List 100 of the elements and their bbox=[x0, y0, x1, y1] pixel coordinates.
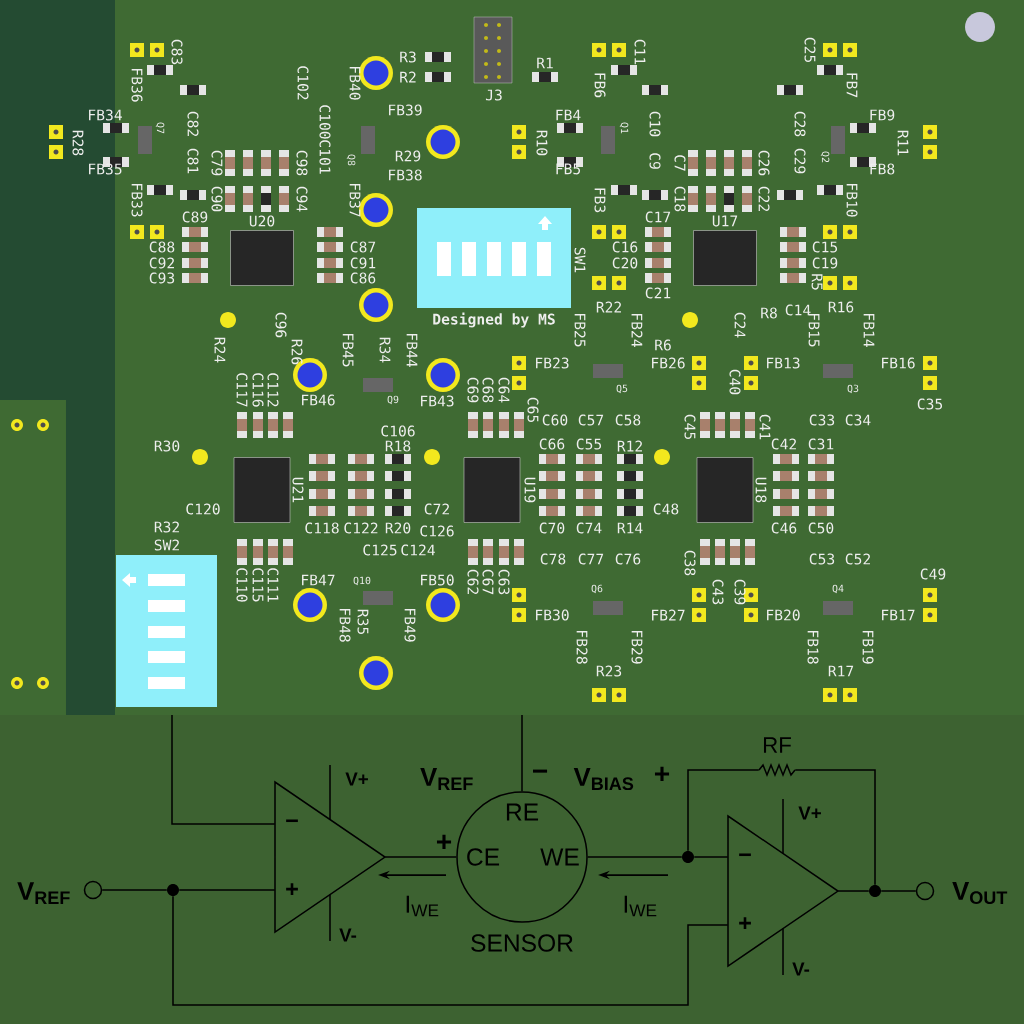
reference-designator: C55 bbox=[576, 438, 602, 450]
reference-designator: C118 bbox=[305, 522, 339, 534]
reference-designator: R28 bbox=[72, 130, 84, 156]
reference-designator: C68 bbox=[482, 377, 494, 403]
reference-designator: C115 bbox=[252, 568, 264, 602]
reference-designator: R5 bbox=[811, 274, 823, 290]
reference-designator: C78 bbox=[540, 553, 566, 565]
reference-designator: R14 bbox=[617, 522, 643, 534]
reference-designator: C94 bbox=[296, 186, 308, 212]
reference-designator: C39 bbox=[734, 579, 746, 605]
reference-designator: C19 bbox=[812, 257, 838, 269]
reference-designator: C79 bbox=[211, 150, 223, 176]
reference-designator: FB10 bbox=[846, 184, 858, 217]
reference-designator: C48 bbox=[653, 503, 679, 515]
reference-designator: C40 bbox=[729, 369, 741, 395]
reference-designator: U17 bbox=[712, 215, 738, 227]
reference-designator: C9 bbox=[649, 153, 661, 169]
reference-designator: C82 bbox=[187, 111, 199, 136]
reference-designator: R29 bbox=[395, 150, 421, 162]
reference-designator: R2 bbox=[400, 71, 416, 83]
reference-designator: R34 bbox=[379, 337, 391, 363]
reference-designator: FB7 bbox=[846, 73, 858, 98]
wire bbox=[587, 856, 683, 858]
reference-designator: R6 bbox=[655, 339, 671, 351]
reference-designator: C53 bbox=[809, 553, 835, 565]
reference-designator: C124 bbox=[401, 544, 435, 556]
reference-designator: FB27 bbox=[652, 609, 685, 621]
reference-designator: C125 bbox=[363, 544, 397, 556]
reference-designator: R20 bbox=[385, 522, 411, 534]
reference-designator: FB3 bbox=[594, 188, 606, 213]
reference-designator: FB16 bbox=[882, 357, 915, 369]
reference-designator: C21 bbox=[645, 287, 671, 299]
reference-designator: FB28 bbox=[576, 631, 588, 664]
reference-designator: Q6 bbox=[591, 584, 603, 594]
polarity-sign: + bbox=[436, 834, 452, 850]
reference-designator: FB25 bbox=[574, 314, 586, 347]
wire bbox=[178, 889, 276, 891]
wire bbox=[687, 769, 760, 852]
reference-designator: FB4 bbox=[556, 109, 581, 121]
reference-designator: C42 bbox=[771, 438, 796, 450]
reference-designator: C100 bbox=[319, 105, 331, 139]
reference-designator: Q7 bbox=[155, 122, 165, 134]
reference-designator: C77 bbox=[578, 553, 604, 565]
reference-designator: FB34 bbox=[89, 109, 122, 121]
reference-designator: C11 bbox=[634, 39, 646, 65]
reference-designator: C67 bbox=[482, 569, 494, 595]
reference-designator: C87 bbox=[350, 241, 376, 253]
reference-designator: C57 bbox=[578, 414, 604, 426]
reference-designator: FB13 bbox=[767, 357, 800, 369]
reference-designator: C126 bbox=[420, 525, 454, 537]
reference-designator: C106 bbox=[381, 425, 415, 437]
reference-designator: C31 bbox=[808, 438, 834, 450]
reference-designator: FB49 bbox=[404, 609, 416, 642]
wire bbox=[384, 856, 457, 858]
reference-designator: C46 bbox=[771, 522, 797, 534]
reference-designator: C43 bbox=[712, 579, 724, 605]
wire bbox=[172, 895, 729, 1006]
reference-designator: FB9 bbox=[870, 109, 895, 121]
reference-designator: R11 bbox=[897, 130, 909, 156]
reference-designator: C81 bbox=[187, 148, 199, 174]
wire bbox=[794, 769, 876, 886]
reference-designator: C96 bbox=[275, 312, 287, 338]
reference-designator: R23 bbox=[596, 665, 622, 677]
node-label: V$_{OUT}$ bbox=[952, 881, 1008, 905]
reference-designator: FB19 bbox=[862, 631, 874, 664]
reference-designator: FB23 bbox=[536, 357, 569, 369]
reference-designator: C29 bbox=[794, 148, 806, 174]
reference-designator: FB14 bbox=[863, 314, 875, 347]
reference-designator: C33 bbox=[809, 414, 835, 426]
reference-designator: C88 bbox=[149, 241, 175, 253]
reference-designator: C18 bbox=[674, 186, 686, 212]
reference-designator: C58 bbox=[615, 414, 641, 426]
reference-designator: C49 bbox=[920, 568, 946, 580]
reference-designator: C101 bbox=[319, 140, 331, 174]
reference-designator: R3 bbox=[400, 51, 416, 63]
reference-designator: R22 bbox=[596, 301, 621, 313]
reference-designator: C93 bbox=[149, 272, 175, 284]
reference-designator: C52 bbox=[845, 553, 870, 565]
reference-designator: R17 bbox=[828, 665, 854, 677]
reference-designator: C62 bbox=[467, 569, 479, 594]
reference-designator: FB35 bbox=[89, 163, 122, 175]
polarity-sign: − bbox=[532, 769, 548, 773]
reference-designator: Q1 bbox=[619, 122, 629, 134]
reference-designator: Q4 bbox=[832, 584, 844, 594]
reference-designator: Q8 bbox=[346, 154, 356, 166]
reference-designator: FB29 bbox=[631, 631, 643, 664]
reference-designator: C110 bbox=[236, 568, 248, 602]
reference-designator: C117 bbox=[236, 373, 248, 407]
reference-designator: Q9 bbox=[387, 395, 399, 405]
reference-designator: C15 bbox=[812, 241, 838, 253]
reference-designator: C41 bbox=[759, 414, 771, 440]
reference-designator: FB40 bbox=[349, 67, 361, 100]
reference-designator: Q2 bbox=[820, 151, 830, 163]
reference-designator: C65 bbox=[527, 397, 539, 423]
reference-designator: C24 bbox=[734, 312, 746, 338]
reference-designator: U19 bbox=[524, 477, 536, 503]
reference-designator: R10 bbox=[536, 130, 548, 156]
reference-designator: FB15 bbox=[808, 314, 820, 347]
reference-designator: SW2 bbox=[154, 539, 179, 551]
reference-designator: C86 bbox=[350, 272, 376, 284]
